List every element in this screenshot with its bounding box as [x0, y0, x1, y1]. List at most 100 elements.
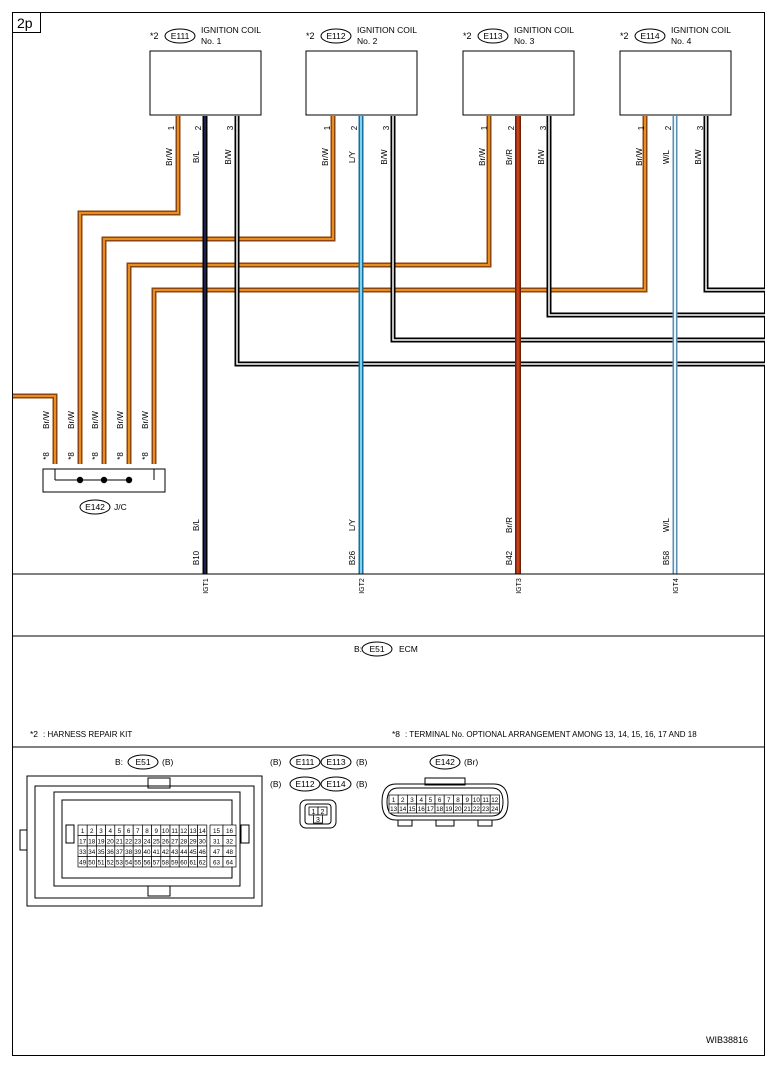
coil-pin-1: 1: [312, 809, 316, 816]
coil-pin-number: 3: [226, 125, 235, 130]
jc-pin: 21: [464, 806, 472, 813]
ecm-signal-label: IGT1: [203, 578, 210, 594]
ecm-pin: 19: [97, 839, 105, 846]
coil-number: No. 2: [357, 36, 378, 46]
brw-wires: [13, 116, 648, 464]
coil-wire-label: B/W: [224, 149, 233, 165]
jc-pin: 7: [447, 797, 451, 804]
ecm-prefix: B:: [354, 644, 362, 654]
ecm-pin: 62: [199, 860, 207, 867]
note-8-mark: *8: [392, 729, 400, 739]
jc-pin: 12: [491, 797, 499, 804]
ecm-pin: 18: [88, 839, 96, 846]
ecm-pin: 56: [143, 860, 151, 867]
ecm-pin: 21: [116, 839, 124, 846]
coil-wire-label: B/W: [694, 149, 703, 165]
coil-pin-number: 1: [323, 125, 332, 130]
coil-pin-number: 2: [507, 125, 516, 130]
ecm-pin: 40: [143, 849, 151, 856]
jc-labels: Br/W*8Br/W*8Br/W*8Br/W*8Br/W*8: [42, 411, 150, 460]
jc-pin: 5: [429, 797, 433, 804]
jc-pin: 16: [418, 806, 426, 813]
ecm-terminals: B/LB10IGT1L/YB26IGT2Br/RB42IGT3W/LB58IGT…: [192, 517, 680, 594]
jc-pin: 8: [456, 797, 460, 804]
ecm-view-color: (B): [162, 757, 174, 767]
ecm-pin: 29: [189, 839, 197, 846]
coil-number: No. 3: [514, 36, 535, 46]
ecm-wire-label: L/Y: [348, 518, 357, 531]
jc-pin: 1: [392, 797, 396, 804]
ecm-pin: 24: [143, 839, 151, 846]
note-2-text: : HARNESS REPAIR KIT: [43, 730, 132, 739]
ecm-pin: 49: [79, 860, 87, 867]
coil-body: [619, 50, 732, 116]
coil-name: IGNITION COIL: [201, 25, 261, 35]
jc-pin: 17: [427, 806, 435, 813]
ecm-pin: 52: [107, 860, 115, 867]
coil-pin-number: 1: [637, 125, 646, 130]
ecm-pin: 5: [118, 828, 122, 835]
coil-view-e112: E112: [295, 779, 314, 789]
ecm-pin: 14: [199, 828, 207, 835]
ecm-pin: 8: [145, 828, 149, 835]
wire-bw-coil3: [546, 116, 765, 318]
jc-star: *8: [141, 452, 150, 460]
coil-star: *2: [150, 31, 159, 41]
ecm-pin: 17: [79, 839, 87, 846]
ecm-pin: 6: [127, 828, 131, 835]
ecm-pin: 9: [154, 828, 158, 835]
coil-wire-label: B/W: [537, 149, 546, 165]
ecm-pin: 63: [213, 860, 221, 867]
ecm-pin: 47: [213, 849, 221, 856]
coil-wire-label: Br/W: [165, 148, 174, 166]
coil-wire-label: Br/R: [505, 149, 514, 165]
ecm-pin: 20: [107, 839, 115, 846]
note-8-text: : TERMINAL No. OPTIONAL ARRANGEMENT AMON…: [405, 730, 697, 739]
coil-connector: E114: [640, 31, 659, 41]
ecm-connector: E51: [369, 644, 384, 654]
ecm-pin: 22: [125, 839, 133, 846]
jc-wire-label: Br/W: [42, 411, 51, 429]
page-frame: [12, 12, 765, 1056]
ecm-pin: 26: [162, 839, 170, 846]
ecm-pin: 43: [171, 849, 179, 856]
ecm-pin: 12: [180, 828, 188, 835]
ecm-pin: 31: [213, 839, 221, 846]
ecm-pin: 25: [153, 839, 161, 846]
jc-star: *8: [116, 452, 125, 460]
coil-star: *2: [620, 31, 629, 41]
ecm-pin: 10: [162, 828, 170, 835]
page-tag: 2p: [17, 15, 33, 31]
ecm-name: ECM: [399, 644, 418, 654]
ecm-pin: 64: [226, 860, 234, 867]
ecm-pin: 15: [213, 828, 221, 835]
jc-e142: E142 J/C: [42, 468, 166, 515]
coil-wire-label: B/L: [192, 150, 201, 163]
jc-connector: E142: [85, 502, 105, 512]
coil-wire-label: W/L: [662, 149, 671, 164]
ecm-pin: 16: [226, 828, 234, 835]
ecm-pin: 38: [125, 849, 133, 856]
jc-pin: 10: [473, 797, 481, 804]
coil-connector-view: (B) E111 E113 (B) (B) E112 E114 (B) 1 2 …: [270, 754, 368, 829]
coil-view-e114: E114: [326, 779, 345, 789]
ecm-pin-label: B58: [662, 550, 671, 565]
ecm-wire-label: Br/R: [505, 517, 514, 533]
bw-wires: [234, 116, 765, 367]
jc-connector-oval: [79, 499, 111, 515]
ecm-pin: 50: [88, 860, 96, 867]
ecm-pin: 60: [180, 860, 188, 867]
ecm-signal-label: IGT3: [516, 578, 523, 594]
ecm-label: B: E51 ECM: [354, 641, 418, 657]
coil-number: No. 1: [201, 36, 222, 46]
jc-wire-label: Br/W: [67, 411, 76, 429]
ecm-pin: 34: [88, 849, 96, 856]
ecm-pin: 4: [108, 828, 112, 835]
jc-star: *8: [42, 452, 51, 460]
jc-pin: 3: [410, 797, 414, 804]
coil-body: [305, 50, 418, 116]
